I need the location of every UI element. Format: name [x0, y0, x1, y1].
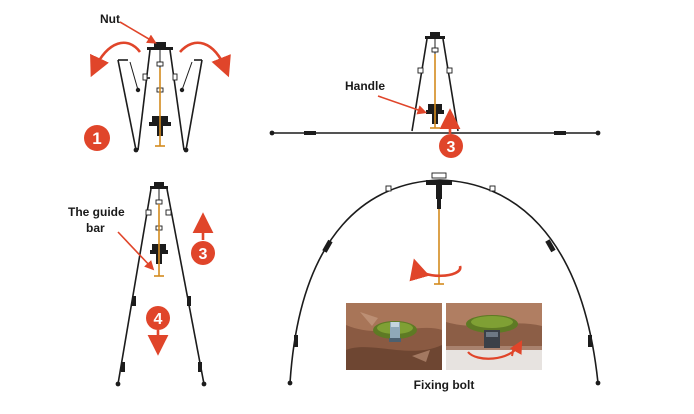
step-badge-3-top [439, 134, 463, 158]
svg-text:3: 3 [447, 139, 456, 156]
swing-left-arrow [90, 41, 142, 78]
step-badge-1 [84, 125, 110, 151]
guide-bar-label-2: bar [86, 221, 105, 235]
panel-legs-flat: Handle 3 [269, 32, 601, 158]
nut-part [154, 42, 166, 47]
svg-text:4: 4 [154, 311, 163, 328]
nut-label: Nut [100, 12, 120, 26]
svg-text:1: 1 [92, 129, 101, 148]
rotate-arrow [409, 258, 462, 282]
svg-text:3: 3 [199, 246, 208, 263]
fixing-bolt-label: Fixing bolt [414, 378, 475, 392]
swing-right-arrow [179, 41, 231, 78]
panel-fold-open: Nut 1 [84, 12, 231, 153]
panel-arch-fixing: Fixing bolt [287, 172, 601, 392]
panel-guide-bar: The guide bar 3 4 [68, 182, 215, 387]
arch-legs [289, 179, 599, 384]
step-badge-4 [146, 306, 170, 330]
fixing-bolt-photo-2 [446, 303, 542, 370]
step-badge-3-mid [191, 241, 215, 265]
guide-bar-label: The guide [68, 205, 125, 219]
handle-label: Handle [345, 79, 385, 93]
fixing-bolt-photo-1 [346, 303, 442, 370]
